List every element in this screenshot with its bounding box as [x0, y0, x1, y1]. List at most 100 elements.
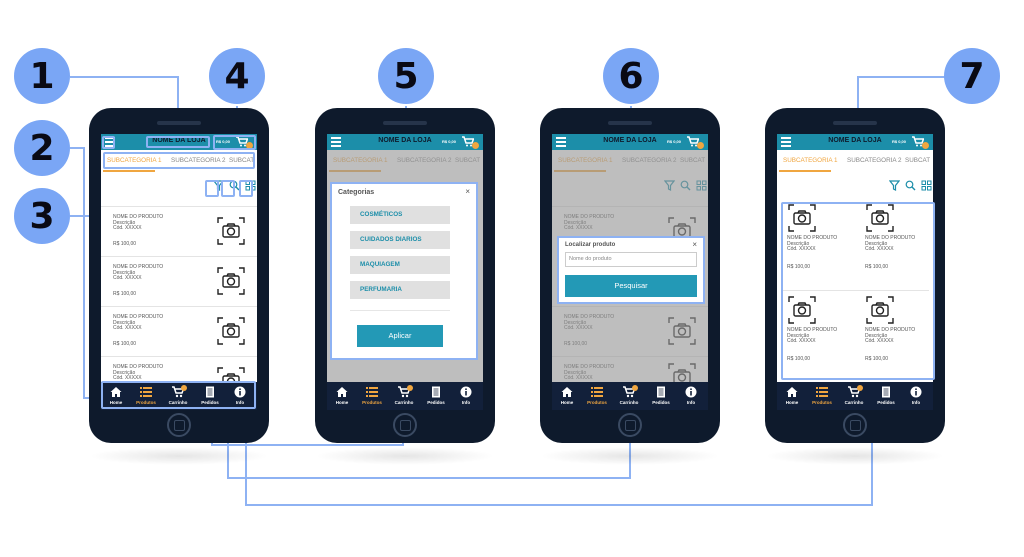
- nav-carrinho[interactable]: Carrinho: [163, 385, 193, 405]
- phone-home-button: [167, 413, 191, 437]
- category-cuidados-diarios[interactable]: CUIDADOS DIARIOS: [350, 231, 450, 249]
- menu-icon[interactable]: [556, 137, 566, 147]
- modal-title: Localizar produto: [565, 242, 616, 248]
- product-price: R$ 100,00: [865, 356, 889, 362]
- nav-home[interactable]: Home: [552, 386, 582, 405]
- modal-title: Categorias: [338, 189, 375, 196]
- category-maquiagem[interactable]: MAQUIAGEM: [350, 256, 450, 274]
- cart-icon[interactable]: [912, 136, 924, 147]
- cart-badge: [922, 142, 929, 149]
- speaker: [157, 121, 201, 125]
- cart-icon[interactable]: [462, 136, 474, 147]
- store-name: NOME DA LOJA: [828, 137, 882, 144]
- divider: [350, 310, 450, 311]
- info-icon: [234, 386, 246, 398]
- cart-badge: [181, 385, 187, 391]
- nav-info[interactable]: Info: [901, 386, 931, 405]
- search-icon[interactable]: [905, 180, 916, 191]
- app-bar: NOME DA LOJA R$ 0,00: [777, 134, 933, 150]
- category-cosmeticos[interactable]: COSMÉTICOS: [350, 206, 450, 224]
- cart-icon[interactable]: [687, 136, 699, 147]
- nav-produtos[interactable]: Produtos: [131, 386, 161, 405]
- search-button[interactable]: Pesquisar: [565, 275, 697, 297]
- callout-7: 7: [944, 48, 1000, 104]
- app-bar: NOME DA LOJA R$ 0,00: [101, 134, 257, 150]
- nav-pedidos[interactable]: Pedidos: [421, 386, 451, 405]
- category-perfumaria[interactable]: PERFUMARIA: [350, 281, 450, 299]
- nav-carrinho[interactable]: Carrinho: [839, 385, 869, 405]
- search-input[interactable]: Nome do produto: [565, 252, 697, 267]
- phone-shadow: [765, 447, 945, 465]
- cart-badge: [632, 385, 638, 391]
- cart-icon[interactable]: [236, 136, 248, 147]
- menu-icon[interactable]: [105, 137, 115, 147]
- list-icon: [591, 387, 603, 397]
- nav-home[interactable]: Home: [101, 386, 131, 405]
- bottom-nav: Home Produtos Carrinho Pedidos Info: [327, 382, 483, 410]
- list-icon: [366, 387, 378, 397]
- menu-icon[interactable]: [781, 137, 791, 147]
- nav-pedidos[interactable]: Pedidos: [195, 386, 225, 405]
- close-icon[interactable]: ×: [692, 240, 697, 249]
- nav-pedidos[interactable]: Pedidos: [871, 386, 901, 405]
- tab-subcat[interactable]: SUBCAT: [905, 157, 931, 164]
- phone-1: NOME DA LOJA R$ 0,00 SUBCATEGORIA 1 SUBC…: [89, 108, 269, 443]
- nav-produtos[interactable]: Produtos: [357, 386, 387, 405]
- tab-subcategoria-1[interactable]: SUBCATEGORIA 1: [107, 157, 162, 164]
- nav-produtos[interactable]: Produtos: [807, 386, 837, 405]
- close-icon[interactable]: ×: [465, 187, 470, 196]
- nav-pedidos[interactable]: Pedidos: [646, 386, 676, 405]
- callout-6: 6: [603, 48, 659, 104]
- home-icon: [110, 387, 122, 397]
- product-price: R$ 100,00: [113, 241, 137, 247]
- callout-5: 5: [378, 48, 434, 104]
- highlight-bottom-nav: [101, 381, 256, 409]
- store-name: NOME DA LOJA: [152, 137, 206, 144]
- tab-subcategoria-2[interactable]: SUBCATEGORIA 2: [171, 157, 226, 164]
- nav-info[interactable]: Info: [225, 386, 255, 405]
- nav-home[interactable]: Home: [777, 386, 807, 405]
- callout-3: 3: [14, 188, 70, 244]
- cart-badge: [407, 385, 413, 391]
- nav-home[interactable]: Home: [327, 386, 357, 405]
- nav-produtos[interactable]: Produtos: [582, 386, 612, 405]
- cart-badge: [246, 142, 253, 149]
- nav-carrinho[interactable]: Carrinho: [389, 385, 419, 405]
- product-price: R$ 100,00: [113, 291, 137, 297]
- callout-4: 4: [209, 48, 265, 104]
- apply-button[interactable]: Aplicar: [357, 325, 443, 347]
- tab-subcategoria-1[interactable]: SUBCATEGORIA 1: [783, 157, 838, 164]
- camera-icon: [866, 204, 894, 232]
- tab-subcat[interactable]: SUBCAT: [229, 157, 255, 164]
- nav-carrinho[interactable]: Carrinho: [614, 385, 644, 405]
- cart-total: R$ 0,00: [216, 139, 231, 144]
- bottom-nav: Home Produtos Carrinho Pedidos Info: [777, 382, 933, 410]
- tab-subcategoria-2[interactable]: SUBCATEGORIA 2: [847, 157, 902, 164]
- phone-shadow: [540, 447, 720, 465]
- cart-total: R$ 0,00: [667, 139, 682, 144]
- filter-icon[interactable]: [889, 180, 900, 191]
- receipt-icon: [206, 386, 214, 398]
- product-price: R$ 100,00: [787, 356, 811, 362]
- app-bar: NOME DA LOJA R$ 0,00: [552, 134, 708, 150]
- highlight-tabs: [103, 152, 255, 169]
- grid-icon[interactable]: [921, 180, 932, 191]
- nav-info[interactable]: Info: [676, 386, 706, 405]
- highlight-search: [221, 180, 235, 197]
- menu-icon[interactable]: [331, 137, 341, 147]
- highlight-store-name: [146, 136, 210, 148]
- nav-info[interactable]: Info: [451, 386, 481, 405]
- phone-shadow: [89, 447, 269, 465]
- tab-underline: [103, 170, 155, 172]
- camera-icon: [788, 204, 816, 232]
